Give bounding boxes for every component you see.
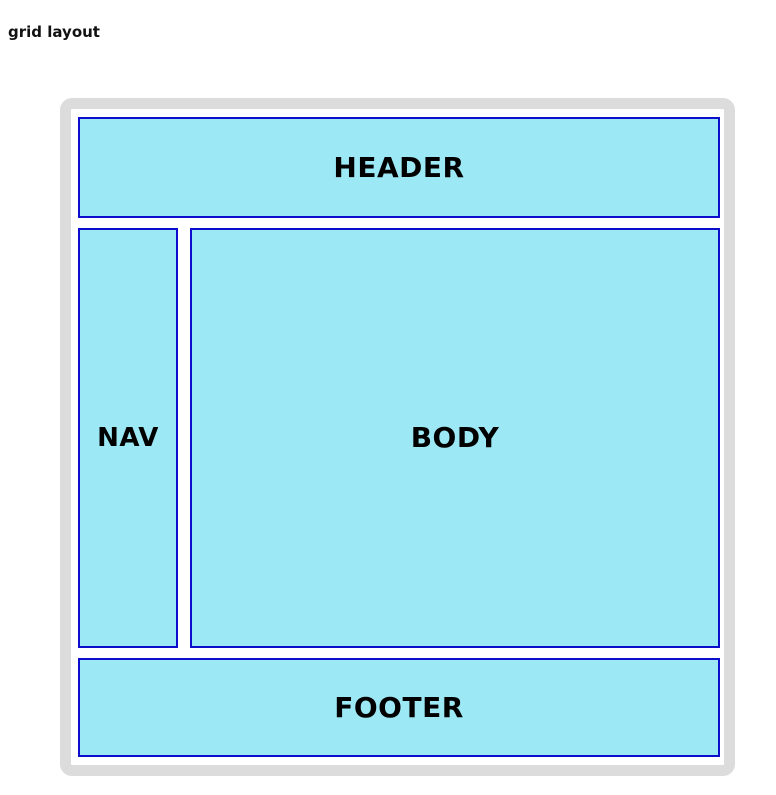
grid-area-footer: FOOTER xyxy=(78,658,720,757)
header-label: HEADER xyxy=(333,150,465,184)
grid-area-header: HEADER xyxy=(78,117,720,218)
footer-label: FOOTER xyxy=(334,690,464,724)
grid-area-nav: NAV xyxy=(78,228,178,648)
grid-area-body: BODY xyxy=(190,228,720,648)
grid-container: HEADER NAV BODY FOOTER xyxy=(78,117,720,757)
body-label: BODY xyxy=(410,421,500,454)
nav-label: NAV xyxy=(97,423,159,453)
grid-frame: HEADER NAV BODY FOOTER xyxy=(60,98,735,776)
page-title: grid layout xyxy=(8,23,100,41)
